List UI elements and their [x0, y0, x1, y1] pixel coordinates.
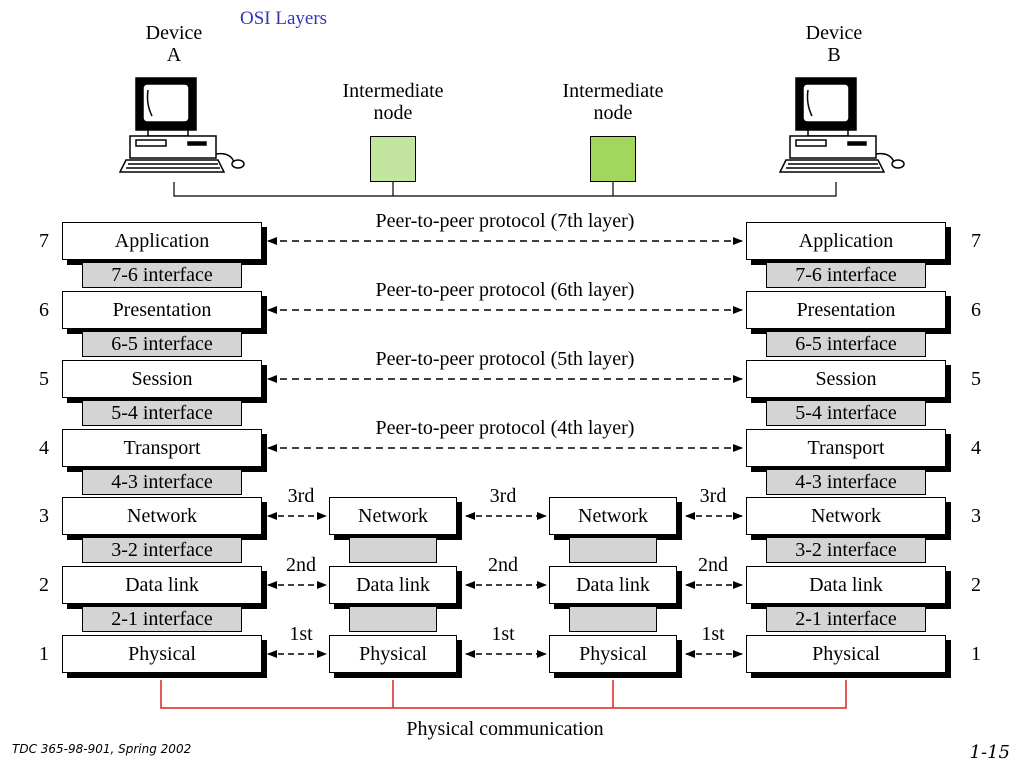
device-a-layer-network: Network: [62, 497, 262, 535]
layer-number-right-4: 4: [971, 437, 981, 459]
device-b-layer-physical: Physical: [746, 635, 946, 673]
layer-number-right-6: 6: [971, 299, 981, 321]
device-b-interface-4-3: 4-3 interface: [766, 469, 926, 495]
network-bus-line: [173, 182, 837, 197]
device-b-interface-6-5: 6-5 interface: [766, 331, 926, 357]
device-b-interface-5-4: 5-4 interface: [766, 400, 926, 426]
peer-protocol-label-4: Peer-to-peer protocol (4th layer): [375, 417, 635, 439]
device-b-layer-network: Network: [746, 497, 946, 535]
node-2-interface-3-2: [569, 537, 657, 563]
computer-a-icon: [118, 77, 245, 173]
device-a-layer-physical: Physical: [62, 635, 262, 673]
intermediate-node-1-label: Intermediate node: [323, 80, 463, 124]
device-a-label-line1: Device: [145, 22, 203, 44]
node-1-interface-2-1: [349, 606, 437, 632]
device-a-interface-2-1: 2-1 interface: [82, 606, 242, 632]
device-b-layer-application: Application: [746, 222, 946, 260]
node-1-layer-physical: Physical: [329, 635, 457, 673]
hop-label-3rd-a: 3rd: [287, 485, 315, 507]
device-b-label-line2: B: [827, 44, 841, 66]
intermediate-node-2-label-line1: Intermediate: [562, 80, 664, 102]
hop-label-2nd-a: 2nd: [286, 554, 316, 576]
layer-number-left-1: 1: [39, 643, 49, 665]
hop-label-1st-b: 1st: [491, 623, 515, 645]
layer-number-right-3: 3: [971, 505, 981, 527]
device-a-interface-5-4: 5-4 interface: [82, 400, 242, 426]
layer-number-left-7: 7: [39, 230, 49, 252]
diagram-title: OSI Layers: [240, 8, 328, 29]
peer-protocol-label-7: Peer-to-peer protocol (7th layer): [375, 210, 635, 232]
intermediate-node-2-icon: [590, 136, 636, 182]
footer-page-number: 1-15: [969, 742, 1010, 763]
node-1-layer-data-link: Data link: [329, 566, 457, 604]
intermediate-node-1-icon: [370, 136, 416, 182]
hop-label-1st-c: 1st: [701, 623, 725, 645]
peer-protocol-label-6: Peer-to-peer protocol (6th layer): [375, 279, 635, 301]
hop-label-1st-a: 1st: [289, 623, 313, 645]
layer-number-right-1: 1: [971, 643, 981, 665]
device-b-layer-presentation: Presentation: [746, 291, 946, 329]
layer-number-right-5: 5: [971, 368, 981, 390]
hop-label-3rd-c: 3rd: [699, 485, 727, 507]
device-b-layer-transport: Transport: [746, 429, 946, 467]
device-b-label-line1: Device: [805, 22, 863, 44]
device-b-label: Device B: [784, 22, 884, 66]
node-1-layer-network: Network: [329, 497, 457, 535]
device-a-layer-presentation: Presentation: [62, 291, 262, 329]
device-a-layer-transport: Transport: [62, 429, 262, 467]
hop-label-2nd-b: 2nd: [488, 554, 518, 576]
layer-number-left-4: 4: [39, 437, 49, 459]
computer-b-icon: [778, 77, 905, 173]
layer-number-left-6: 6: [39, 299, 49, 321]
device-a-label-line2: A: [166, 44, 182, 66]
node-1-interface-3-2: [349, 537, 437, 563]
hop-label-2nd-c: 2nd: [698, 554, 728, 576]
device-a-interface-6-5: 6-5 interface: [82, 331, 242, 357]
layer-number-left-3: 3: [39, 505, 49, 527]
node-2-layer-data-link: Data link: [549, 566, 677, 604]
device-a-layer-application: Application: [62, 222, 262, 260]
layer-number-right-7: 7: [971, 230, 981, 252]
physical-communication-label: Physical communication: [406, 718, 604, 740]
node-2-layer-physical: Physical: [549, 635, 677, 673]
device-b-interface-3-2: 3-2 interface: [766, 537, 926, 563]
device-b-layer-session: Session: [746, 360, 946, 398]
intermediate-node-2-label-line2: node: [593, 102, 633, 124]
device-a-interface-3-2: 3-2 interface: [82, 537, 242, 563]
device-a-interface-7-6: 7-6 interface: [82, 262, 242, 288]
peer-protocol-label-5: Peer-to-peer protocol (5th layer): [375, 348, 635, 370]
intermediate-node-2-label: Intermediate node: [543, 80, 683, 124]
node-2-interface-2-1: [569, 606, 657, 632]
device-a-interface-4-3: 4-3 interface: [82, 469, 242, 495]
hop-label-3rd-b: 3rd: [489, 485, 517, 507]
device-b-interface-2-1: 2-1 interface: [766, 606, 926, 632]
intermediate-node-1-label-line1: Intermediate: [342, 80, 444, 102]
node-2-layer-network: Network: [549, 497, 677, 535]
intermediate-node-1-label-line2: node: [373, 102, 413, 124]
device-b-layer-data-link: Data link: [746, 566, 946, 604]
device-a-layer-data-link: Data link: [62, 566, 262, 604]
device-a-label: Device A: [124, 22, 224, 66]
footer-course: TDC 365-98-901, Spring 2002: [12, 742, 192, 756]
device-b-interface-7-6: 7-6 interface: [766, 262, 926, 288]
device-a-layer-session: Session: [62, 360, 262, 398]
physical-link-line: [160, 680, 847, 709]
layer-number-left-5: 5: [39, 368, 49, 390]
layer-number-right-2: 2: [971, 574, 981, 596]
layer-number-left-2: 2: [39, 574, 49, 596]
